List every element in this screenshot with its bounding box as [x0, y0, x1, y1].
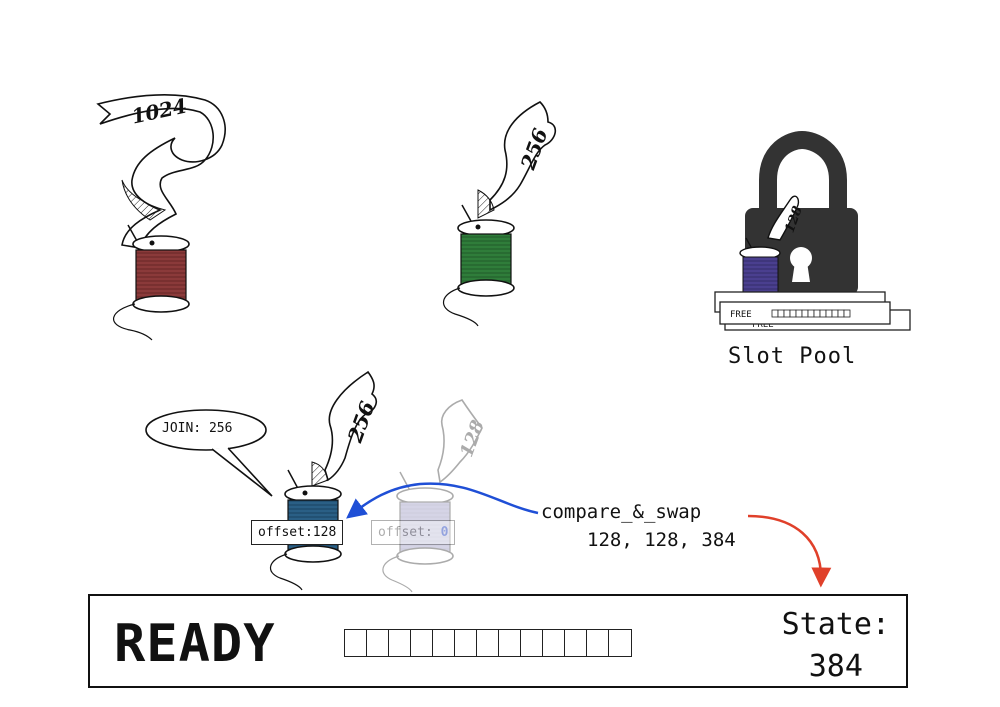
- state-label: State:: [781, 607, 890, 642]
- status-slot: [499, 630, 521, 656]
- slot-entry-label: FREE: [730, 310, 752, 320]
- pool-slot: [795, 309, 803, 318]
- status-slot: [389, 630, 411, 656]
- pool-slot: [783, 309, 791, 318]
- offset-label-ghost: offset: 0: [371, 520, 456, 545]
- state-block: State: 384: [782, 604, 890, 688]
- offset-ghost-text: offset:: [378, 525, 433, 540]
- slot-entry-label-behind: FREE: [752, 320, 774, 330]
- status-slot: [565, 630, 587, 656]
- status-slot: [411, 630, 433, 656]
- spool-red: 1024: [96, 93, 226, 341]
- status-slot: [609, 630, 631, 656]
- pool-slot: [801, 309, 809, 318]
- status-slot: [521, 630, 543, 656]
- status-bar: READY State: 384: [88, 594, 908, 688]
- slot-pool-slots: [771, 309, 851, 318]
- pool-slot: [789, 309, 797, 318]
- status-slot: [477, 630, 499, 656]
- ribbon-256: [489, 101, 557, 212]
- pool-slot: [837, 309, 845, 318]
- spool-active: 256: [270, 370, 380, 591]
- pool-slot: [777, 309, 785, 318]
- pool-slot: [813, 309, 821, 318]
- state-value: 384: [808, 649, 863, 684]
- spool-green: 256: [443, 101, 557, 327]
- offset-ghost-value: 0: [440, 525, 449, 540]
- pool-slot: [771, 309, 779, 318]
- slot-pool-label: Slot Pool: [728, 344, 857, 369]
- status-slot: [345, 630, 367, 656]
- cas-arguments: 128, 128, 384: [587, 529, 736, 551]
- pool-slot: [825, 309, 833, 318]
- pool-slot: [819, 309, 827, 318]
- cas-function-name: compare_&_swap: [541, 501, 702, 523]
- status-slot: [455, 630, 477, 656]
- status-slot: [543, 630, 565, 656]
- cas-call: compare_&_swap 128, 128, 384: [541, 498, 736, 554]
- status-slot: [367, 630, 389, 656]
- status-state-text: READY: [114, 614, 276, 674]
- status-slot: [433, 630, 455, 656]
- pool-slot: [807, 309, 815, 318]
- pool-slot: [831, 309, 839, 318]
- cas-arrow-red: [747, 514, 832, 588]
- join-bubble-text: JOIN: 256: [162, 421, 233, 436]
- spool-ghost: 128: [382, 399, 489, 593]
- pool-slot: [843, 309, 851, 318]
- lock-shackle: [759, 130, 847, 210]
- cas-arrow-blue: [346, 482, 539, 519]
- slot-pool-lock: 128 FREE FREE: [714, 130, 911, 331]
- status-slot-row: [344, 629, 632, 657]
- offset-active-text: offset:128: [258, 525, 337, 540]
- offset-label-active: offset:128: [251, 520, 344, 545]
- join-bubble: [145, 409, 273, 497]
- status-slot: [587, 630, 609, 656]
